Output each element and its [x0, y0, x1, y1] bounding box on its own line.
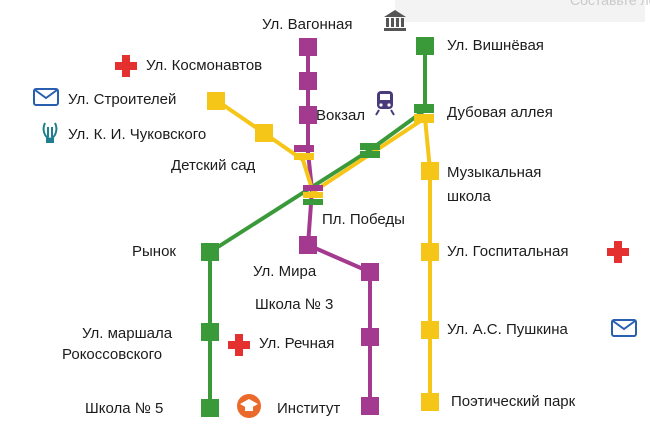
station-shkola5[interactable]: [201, 399, 219, 417]
red-cross-icon: [115, 55, 137, 77]
station-vishnevaya[interactable]: [416, 37, 434, 55]
station-mira[interactable]: [299, 236, 317, 254]
label-muz-line2: школа: [447, 188, 492, 205]
label-muz-line1: Музыкальная: [447, 164, 541, 181]
transfer-dubovaya[interactable]: [414, 104, 434, 123]
transfer-detsad[interactable]: [294, 145, 314, 160]
train-icon: [375, 91, 395, 116]
label-rechnaya: Ул. Речная: [259, 335, 334, 352]
label-kosmonavtov: Ул. Космонавтов: [146, 57, 262, 74]
station-kosmonavtov[interactable]: [299, 72, 317, 90]
red-cross-icon: [228, 334, 250, 356]
mail-icon: [611, 319, 637, 337]
transfer-pl-pobedy[interactable]: [303, 185, 323, 205]
station-chukovskogo[interactable]: [255, 124, 273, 142]
station-muz-shkola[interactable]: [421, 162, 439, 180]
mail-icon: [33, 88, 59, 106]
label-shkola3: Школа № 3: [255, 296, 333, 313]
label-chukovskogo: Ул. К. И. Чуковского: [68, 126, 206, 143]
label-dubovaya: Дубовая аллея: [447, 104, 553, 121]
purple-line: [306, 46, 372, 406]
station-rechnaya[interactable]: [361, 328, 379, 346]
station-gospitalnaya[interactable]: [421, 243, 439, 261]
label-institut: Институт: [277, 400, 340, 417]
station-vagonnaya[interactable]: [299, 38, 317, 56]
station-stroiteley[interactable]: [207, 92, 225, 110]
label-pl-pobedy: Пл. Победы: [322, 211, 405, 228]
station-shkola3[interactable]: [361, 263, 379, 281]
label-shkola5: Школа № 5: [85, 400, 163, 417]
station-institut[interactable]: [361, 397, 379, 415]
label-rok-line1: Ул. маршала: [82, 325, 173, 342]
label-pushkina: Ул. А.С. Пушкина: [447, 321, 568, 338]
header-background: [395, 0, 645, 22]
header-partial-text: Составьте легенду: [570, 0, 650, 8]
label-gospitalnaya: Ул. Госпитальная: [447, 243, 568, 260]
label-mira: Ул. Мира: [253, 263, 317, 280]
green-line: [208, 45, 427, 408]
label-rok-line2: Рокоссовского: [62, 346, 162, 363]
label-stroiteley: Ул. Строителей: [68, 91, 176, 108]
station-vokzal[interactable]: [299, 106, 317, 124]
red-cross-icon: [607, 241, 629, 263]
station-poet-park[interactable]: [421, 393, 439, 411]
label-poet-park: Поэтический парк: [451, 393, 576, 410]
transfer-green-cross[interactable]: [360, 143, 380, 158]
label-vokzal: Вокзал: [316, 107, 365, 124]
label-rynok: Рынок: [132, 243, 176, 260]
station-pushkina[interactable]: [421, 321, 439, 339]
graduation-cap-icon: [237, 394, 261, 418]
station-rynok[interactable]: [201, 243, 219, 261]
label-detsad: Детский сад: [171, 157, 256, 174]
station-rokossovskogo[interactable]: [201, 323, 219, 341]
museum-icon: [384, 10, 406, 31]
label-vagonnaya: Ул. Вагонная: [262, 16, 352, 33]
label-vishnevaya: Ул. Вишнёвая: [447, 37, 544, 54]
lyre-icon: [42, 122, 58, 143]
